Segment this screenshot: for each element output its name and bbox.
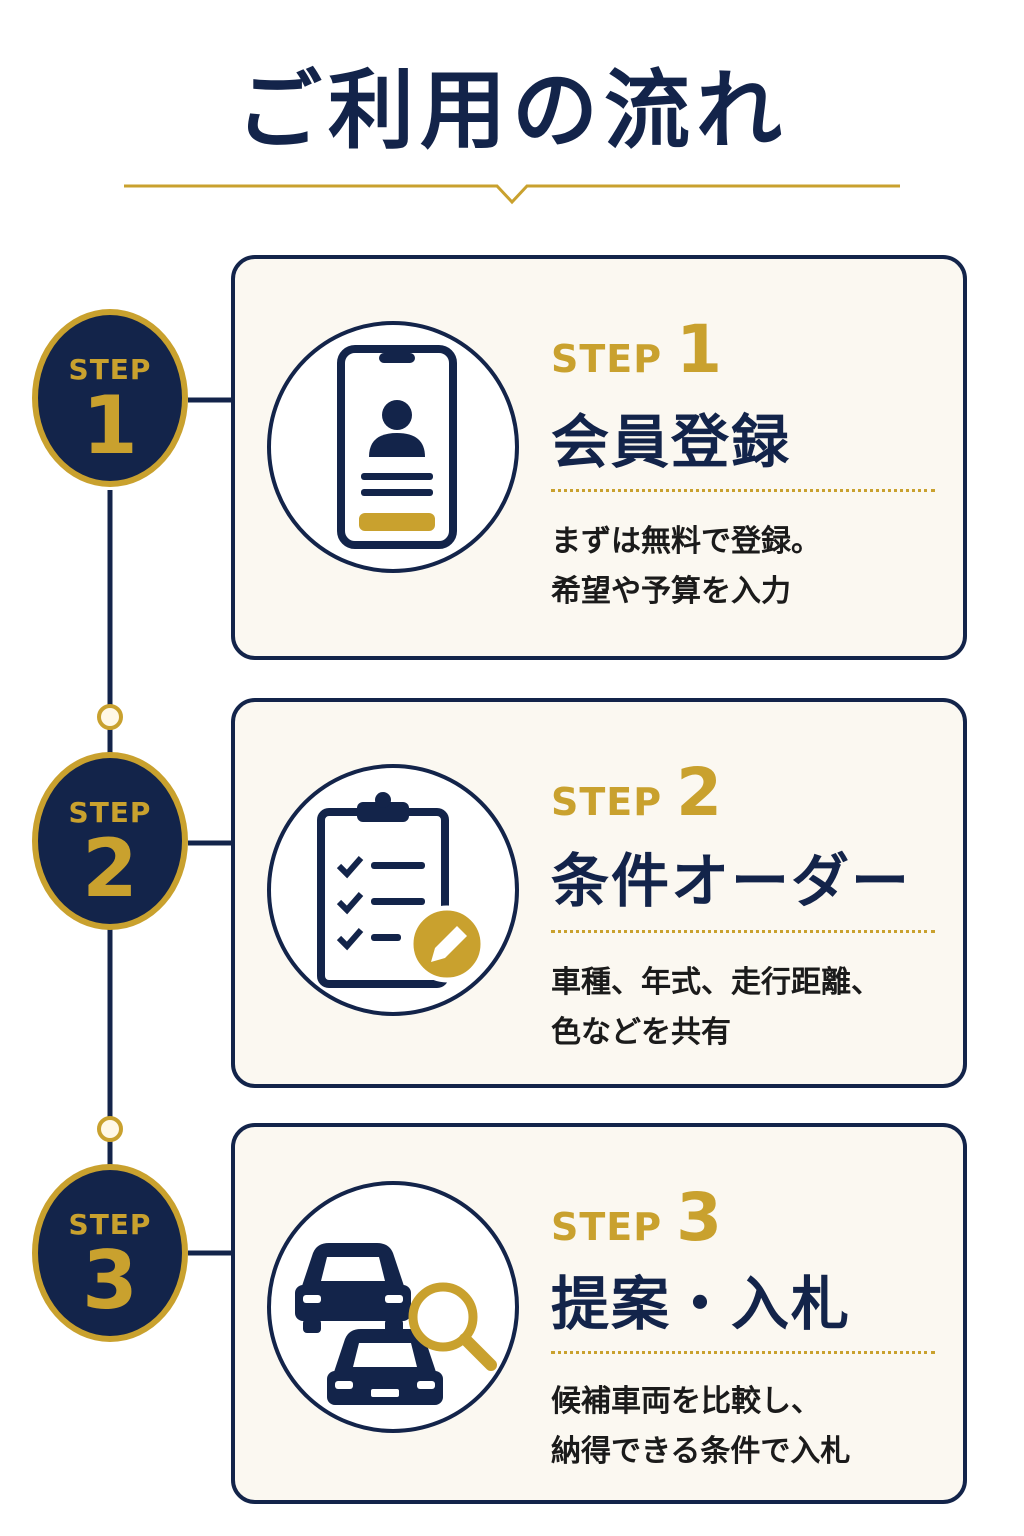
card-step-heading: STEP 3 bbox=[551, 1179, 722, 1256]
card-description-line: 納得できる条件で入札 bbox=[551, 1434, 851, 1469]
card-description-line: まずは無料で登録。 bbox=[551, 524, 821, 559]
card-title: 条件オーダー bbox=[551, 847, 912, 915]
timeline-node bbox=[97, 1116, 123, 1142]
card-step-label: STEP bbox=[551, 780, 663, 824]
title-underline bbox=[124, 184, 900, 205]
card-description: 候補車両を比較し、 納得できる条件で入札 bbox=[551, 1377, 850, 1477]
card-step-number: 1 bbox=[676, 311, 723, 388]
card-description: 車種、年式、走行距離、 色などを共有 bbox=[551, 958, 881, 1058]
card-description: まずは無料で登録。 希望や予算を入力 bbox=[551, 517, 821, 617]
clipboard-checklist-icon bbox=[267, 764, 519, 1016]
card-step-heading: STEP 1 bbox=[551, 311, 722, 388]
card-step-heading: STEP 2 bbox=[551, 754, 722, 831]
card-title: 会員登録 bbox=[551, 408, 792, 476]
badge-step-label: STEP bbox=[68, 1208, 152, 1241]
card-description-line: 希望や予算を入力 bbox=[551, 574, 791, 609]
step-2-badge: STEP 2 bbox=[32, 752, 188, 930]
magnifier-icon bbox=[408, 1282, 497, 1371]
card-step-label: STEP bbox=[551, 337, 663, 381]
card-step-label: STEP bbox=[551, 1205, 663, 1249]
car-icon bbox=[295, 1243, 411, 1333]
card-step-number: 3 bbox=[676, 1179, 723, 1256]
card-step-number: 2 bbox=[676, 754, 723, 831]
badge-step-number: 2 bbox=[82, 822, 138, 915]
badge-step-number: 3 bbox=[82, 1234, 138, 1327]
card-description-line: 候補車両を比較し、 bbox=[551, 1384, 821, 1419]
page-title: ご利用の流れ bbox=[236, 61, 788, 161]
badge-step-number: 1 bbox=[82, 379, 138, 472]
step-1-card: STEP 1 会員登録 まずは無料で登録。 希望や予算を入力 bbox=[231, 255, 967, 660]
cars-search-icon bbox=[267, 1181, 519, 1433]
badge-step-label: STEP bbox=[68, 353, 152, 386]
timeline-node bbox=[97, 704, 123, 730]
card-title: 提案・入札 bbox=[551, 1270, 852, 1338]
card-description-line: 車種、年式、走行距離、 bbox=[551, 965, 881, 1000]
badge-step-label: STEP bbox=[68, 796, 152, 829]
card-divider bbox=[551, 930, 935, 933]
car-icon bbox=[327, 1329, 443, 1405]
step-1-badge: STEP 1 bbox=[32, 309, 188, 487]
card-divider bbox=[551, 489, 935, 492]
card-description-line: 色などを共有 bbox=[551, 1015, 731, 1050]
step-3-badge: STEP 3 bbox=[32, 1164, 188, 1342]
step-2-card: STEP 2 条件オーダー 車種、年式、走行距離、 色などを共有 bbox=[231, 698, 967, 1088]
card-divider bbox=[551, 1351, 935, 1354]
smartphone-profile-icon bbox=[267, 321, 519, 573]
step-3-card: STEP 3 提案・入札 候補車両を比較し、 納得できる条件で入札 bbox=[231, 1123, 967, 1504]
